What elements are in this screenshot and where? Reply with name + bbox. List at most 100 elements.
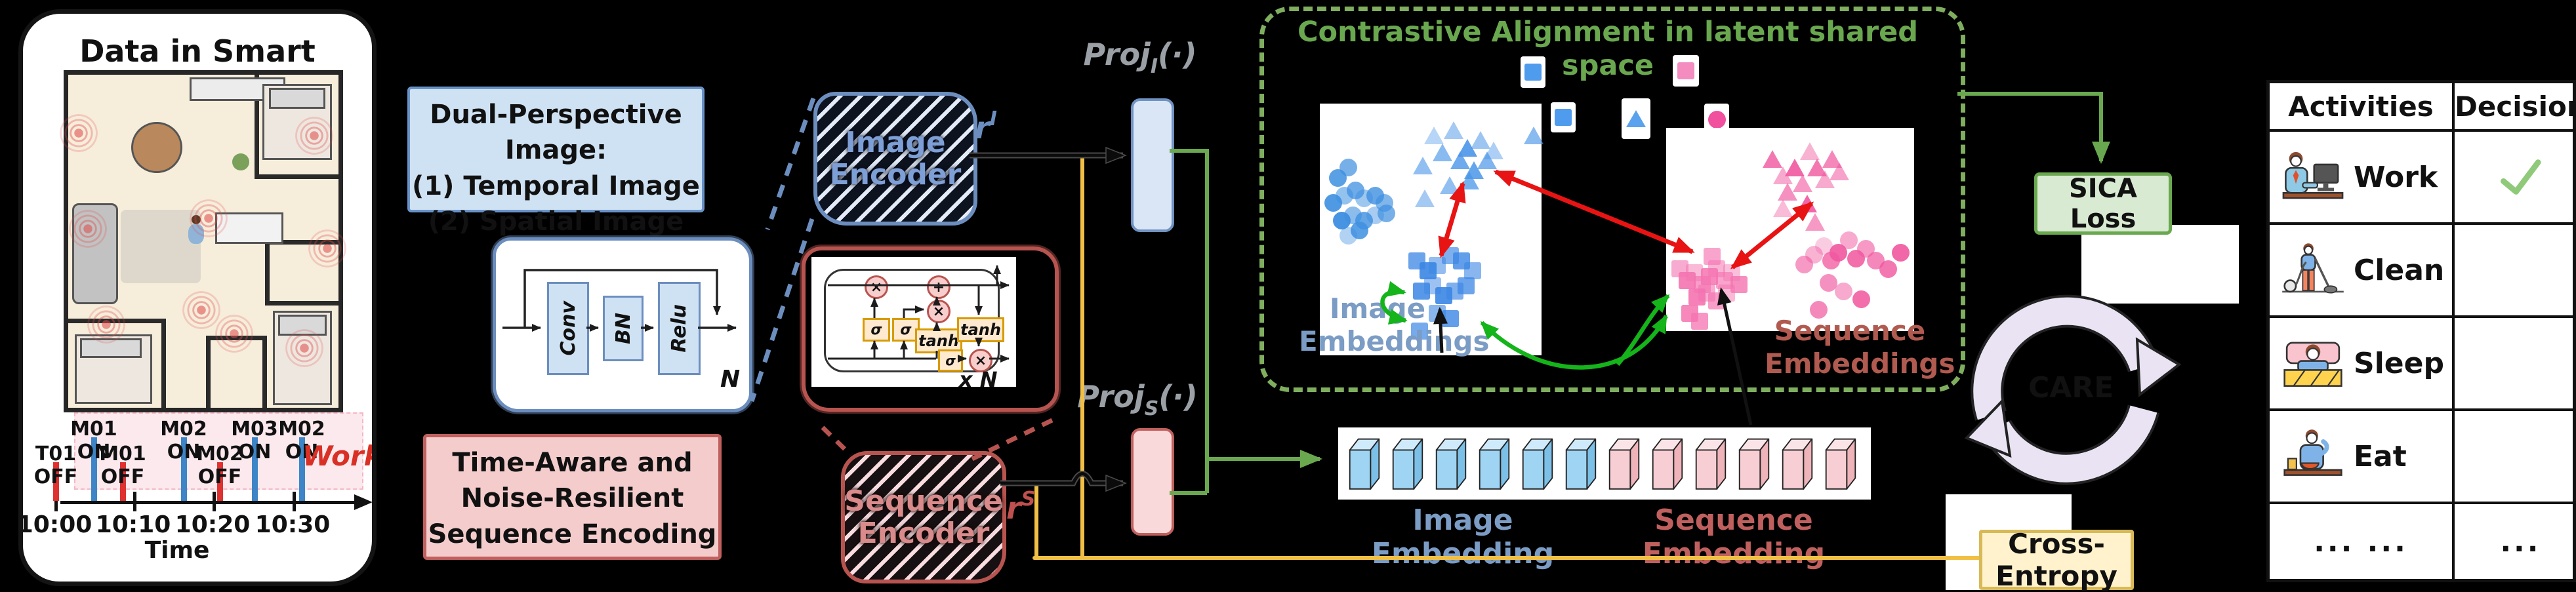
image-embedding-cube (1564, 433, 1598, 494)
tanh-label: tanh (960, 321, 1001, 339)
white-patch (2081, 225, 2239, 304)
conv-label: Conv (556, 301, 580, 356)
proj-sequence-bar (1131, 428, 1174, 536)
sensor-on-label: M02 ON (160, 418, 207, 464)
r-sup: S (1021, 488, 1036, 511)
seq-line2: Noise-Resilient (460, 483, 684, 514)
triangle-point (1792, 174, 1812, 193)
relu-label: Relu (668, 304, 691, 353)
triangle-point (1415, 189, 1435, 207)
triangle-point (1433, 144, 1453, 162)
triangle-point (1444, 121, 1464, 139)
tick-label: 10:10 (95, 511, 171, 538)
triangle-point (1785, 158, 1805, 176)
axis-tick (54, 492, 58, 511)
decision-eat (2455, 411, 2576, 504)
sensor-off-label: M01 OFF (99, 443, 146, 488)
proj-args: (·) (1158, 37, 1197, 72)
image-representation-label: rI (975, 108, 997, 146)
image-embedding-cube (1434, 433, 1468, 494)
circle-point (1377, 204, 1395, 222)
axis-tick (293, 492, 296, 511)
legend-blue-triangle-icon (1622, 98, 1650, 139)
r-base: r (975, 110, 990, 146)
triangle-point (1805, 213, 1825, 231)
triangle-point (1484, 141, 1504, 159)
multiply-label: × (932, 303, 945, 320)
time-axis-label: Time (144, 537, 210, 564)
activity-clean: Clean (2270, 225, 2455, 318)
triangle-point (1439, 176, 1460, 195)
activity-annotation: Work (302, 440, 377, 472)
decision-sleep (2455, 318, 2576, 411)
eat-icon (2283, 429, 2342, 476)
wall (262, 336, 267, 408)
sequence-embeddings-label: Sequence Embeddings (1765, 315, 1955, 380)
sequence-embedding-cube (1694, 433, 1728, 494)
sensor-on-label: M03 ON (231, 418, 278, 464)
legend-blue-square-icon (1521, 56, 1545, 88)
circle-point (1852, 290, 1870, 308)
conv-layer: Conv (547, 282, 589, 375)
sigma-label: σ (900, 321, 912, 338)
care-label: CARE (2028, 371, 2114, 405)
activity-label: Clean (2354, 253, 2445, 287)
smart-home-panel: Data in Smart Homes (18, 9, 377, 586)
plant (232, 153, 249, 170)
image-embedding-strip-label: Image Embedding (1371, 503, 1555, 570)
sensor-off-bar (217, 462, 223, 501)
image-embedding-cube (1391, 433, 1425, 494)
wall (206, 336, 211, 408)
square-point (1703, 247, 1721, 265)
tanh-gate: tanh (957, 317, 1004, 342)
proj-base: Proj (1077, 379, 1145, 414)
cross-entropy-box: Cross-Entropy (1979, 528, 2134, 592)
circle-point (1839, 231, 1858, 250)
image-embedding-cube (1347, 433, 1381, 494)
sensor-on-bar (252, 437, 258, 501)
seq-line3: Sequence Encoding (428, 519, 717, 549)
sequence-embedding-space (1666, 128, 1914, 331)
dual-line3: (2) Spatial Image (428, 207, 684, 237)
sleep-icon (2283, 342, 2342, 387)
decision-header: Decision (2455, 83, 2576, 132)
triangle-point (1772, 199, 1793, 217)
check-icon (2501, 159, 2541, 195)
decision-clean (2455, 225, 2576, 318)
activity-label: Work (2354, 160, 2438, 194)
circle-point (1879, 260, 1898, 278)
activity-label: Sleep (2354, 346, 2444, 380)
add-label: + (932, 279, 945, 296)
sequence-embeddings-line1: Sequence (1774, 315, 1926, 347)
clean-icon (2282, 243, 2344, 294)
dining-table (131, 122, 182, 173)
legend-blue-square-icon (1551, 102, 1576, 132)
sequence-embedding-cube (1737, 433, 1771, 494)
sequence-embeddings-line2: Embeddings (1765, 347, 1955, 380)
sensor-ripple (190, 199, 228, 237)
activity-label: Eat (2354, 439, 2407, 473)
circle-point (1891, 243, 1910, 262)
circle-point (1339, 159, 1358, 177)
triangle-point (1763, 150, 1783, 168)
wall (161, 319, 166, 408)
circle-point (1835, 282, 1853, 300)
activity-sleep: Sleep (2270, 318, 2455, 411)
add-op: + (927, 275, 951, 299)
legend-pink-square-icon (1673, 55, 1699, 87)
decision-work (2455, 132, 2576, 225)
wall (255, 174, 338, 179)
sequence-embedding-cube (1650, 433, 1685, 494)
activities-header: Activities (2270, 83, 2455, 132)
lstm-repeat-label: x N (959, 367, 998, 392)
square-point (1457, 277, 1475, 294)
floor-plan (60, 70, 346, 412)
proj-sequence-label: ProjS(·) (1065, 379, 1210, 420)
activity-more: ... ... (2270, 504, 2455, 579)
sequence-encoder-line2: Encoder (857, 517, 990, 550)
relu-layer: Relu (658, 282, 701, 375)
sigma-label: σ (870, 321, 882, 338)
sica-loss-box: SICA Loss (2034, 172, 2172, 235)
activity-eat: Eat (2270, 411, 2455, 504)
sensor-ripple (69, 210, 107, 248)
